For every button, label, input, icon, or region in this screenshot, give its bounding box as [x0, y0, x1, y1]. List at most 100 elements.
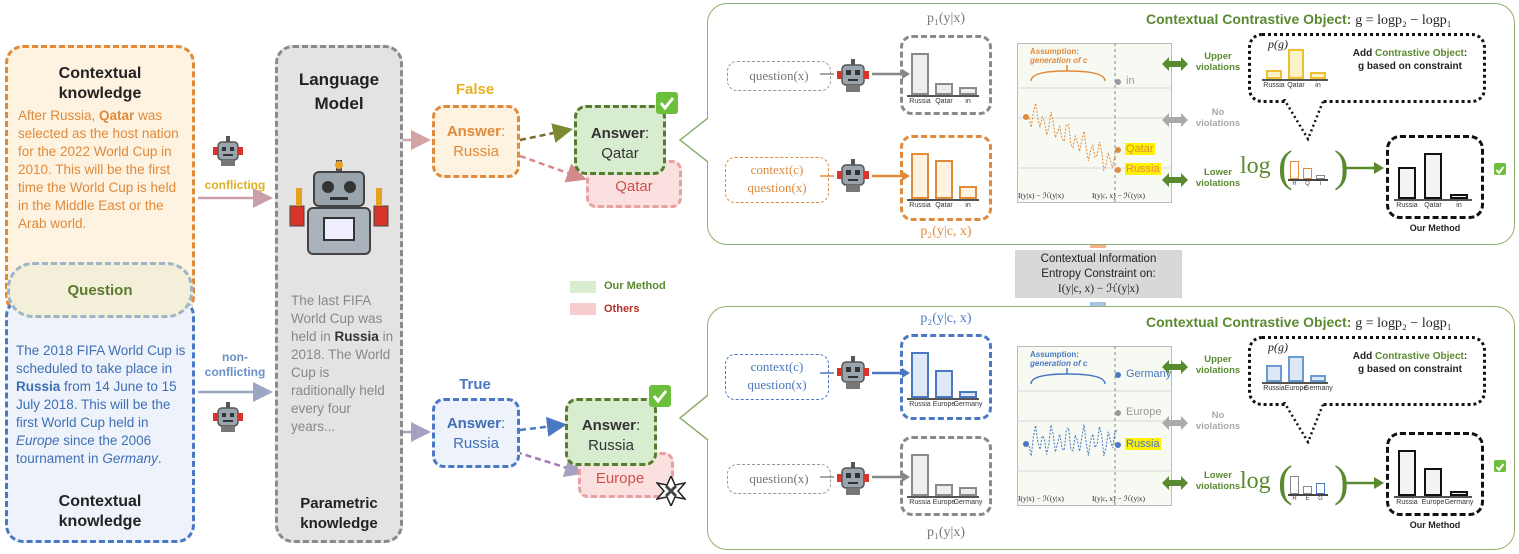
answer-lm-bottom — [432, 398, 520, 468]
entropy-constraint-box — [1015, 250, 1182, 298]
top-panel-title-prefix: Contextual Contrastive Object: — [1146, 11, 1356, 27]
bottom-panel-p2-label: p₂(y|c, x) — [920, 311, 972, 326]
parametric-text: The last FIFA World Cup was held in Russ… — [291, 293, 394, 434]
legend-ours-label: Our Method — [604, 280, 666, 292]
bottom-panel-log-word: log — [1240, 468, 1271, 494]
bottom-panel-plot — [1017, 346, 1172, 506]
robot-icon-non-conflicting — [213, 402, 243, 434]
bottom-panel-assumption-2: generation of c — [1030, 359, 1088, 368]
top-panel-side-dot-2 — [1115, 167, 1121, 173]
bottom-panel-ours-axis — [1394, 496, 1472, 498]
bottom-panel-p2-box — [900, 334, 992, 420]
top-panel-log-paren-r: ) — [1334, 142, 1349, 191]
bottom-panel-p1-label-2: Germany — [953, 499, 983, 506]
bottom-panel-formula: g = logp₂ − logp₁ — [1355, 316, 1452, 331]
top-panel-violation-label-1: No violations — [1195, 107, 1241, 129]
top-panel-log-label-2: i — [1319, 181, 1322, 187]
bottom-panel-violation-arrow-2 — [1162, 476, 1188, 490]
top-panel-formula: g = logp₂ − logp₁ — [1355, 13, 1452, 28]
bottom-panel-pg-axis — [1262, 382, 1328, 384]
bottom-panel-title: Contextual Contrastive Object: g = logp₂… — [1146, 314, 1452, 332]
bottom-panel-log-label-1: E — [1305, 496, 1310, 502]
context-box-non-conflicting — [5, 298, 195, 543]
top-panel-question-box — [727, 61, 831, 91]
top-panel-p2-label: p₂(y|c, x) — [920, 224, 972, 239]
bottom-panel-pg-label-1: Europe — [1284, 385, 1308, 392]
bottom-panel-robot-icon-c — [836, 356, 870, 390]
legend-ours-swatch — [570, 281, 596, 293]
bottom-panel-question-text: question(x) — [749, 471, 809, 486]
top-panel-p1-label-0: Russia — [909, 98, 931, 105]
robot-icon-large — [286, 160, 392, 260]
top-panel-p2-box — [900, 135, 992, 221]
top-panel-p2-bar-0 — [911, 153, 929, 199]
top-panel-ours-box — [1386, 135, 1484, 219]
top-panel-violation-arrow-2 — [1162, 173, 1188, 187]
top-panel-p2-axis — [907, 199, 979, 201]
top-panel-axis-right: I(y|c, x) − ℋ(y|x) — [1092, 191, 1145, 200]
bottom-panel-pg-label-2: Germany — [1304, 385, 1333, 392]
bottom-panel-pg-tail — [1280, 401, 1330, 445]
top-panel-context-text: context(c) question(x) — [747, 162, 807, 195]
top-panel-log-bar-1 — [1303, 168, 1312, 179]
answer-lm-top — [432, 105, 520, 178]
answer-lm-top-text: Answer:Russia — [446, 123, 506, 160]
bottom-panel-p1-box — [900, 436, 992, 516]
top-panel-ours-bar-2 — [1450, 194, 1468, 199]
top-panel-context-box — [725, 157, 829, 203]
bottom-panel-title-prefix: Contextual Contrastive Object: — [1146, 314, 1356, 330]
answer-ours-top-text: Answer:Qatar — [590, 125, 650, 162]
check-icon-top — [656, 92, 678, 114]
bottom-panel-p1-axis — [907, 496, 979, 498]
top-panel-pg-label-0: Russia — [1263, 82, 1285, 89]
bottom-panel-context-box — [725, 354, 829, 400]
bottom-panel-ours-caption: Our Method — [1409, 520, 1461, 530]
bottom-panel-p2-axis — [907, 398, 979, 400]
bottom-panel-add-text: Add Contrastive Object:g based on constr… — [1340, 350, 1480, 376]
bottom-panel-p1-label-0: Russia — [909, 499, 931, 506]
bottom-panel-ours-bar-0 — [1398, 450, 1416, 496]
context-title-bottom: Contextual knowledge — [58, 493, 142, 530]
bottom-panel-assumption-1: Assumption: — [1030, 350, 1079, 359]
false-label: False — [455, 81, 495, 98]
top-panel-ours-label-0: Russia — [1396, 202, 1418, 209]
top-panel-p2-bar-1 — [935, 160, 953, 199]
bottom-panel-add-2: Contrastive Object — [1374, 351, 1464, 362]
bottom-panel-side-label-0: Germany — [1126, 368, 1172, 380]
bottom-panel-log-paren-l: ( — [1278, 457, 1293, 506]
top-panel-side-label-0: in — [1126, 75, 1135, 87]
bottom-panel-p2-bar-0 — [911, 352, 929, 398]
context-text-bottom: The 2018 FIFA World Cup is scheduled to … — [16, 343, 186, 466]
context-text-top: After Russia, Qatar was selected as the … — [18, 108, 179, 231]
bottom-panel-ours-label-0: Russia — [1396, 499, 1418, 506]
top-panel-check-icon — [1494, 163, 1506, 175]
robot-icon-conflicting — [213, 136, 243, 168]
top-panel-robot-icon-q — [836, 59, 870, 93]
bottom-panel-add-1: Add — [1352, 351, 1375, 362]
bottom-panel-p1-label-1: Europe — [932, 499, 956, 506]
top-panel-violation-label-0: Upper violations — [1195, 51, 1241, 73]
top-panel-add-2: Contrastive Object — [1374, 48, 1464, 59]
bottom-panel-axis-left: I(y|x) − ℋ(y|x) — [1018, 494, 1064, 503]
bottom-panel-log-arrow — [1344, 476, 1384, 490]
top-panel-ours-label-1: Qatar — [1424, 202, 1442, 209]
answer-other-top-text: Qatar — [615, 178, 653, 195]
top-panel-add-4: g based on constraint — [1358, 61, 1462, 72]
bottom-panel-add-3: : — [1463, 351, 1468, 362]
top-panel-ours-axis — [1394, 199, 1472, 201]
language-model-title: Language Model — [298, 70, 380, 113]
top-panel-p1-box — [900, 35, 992, 115]
bottom-panel-robot-icon-q — [836, 462, 870, 496]
top-panel-plot — [1017, 43, 1172, 203]
top-panel-pg-bar-1 — [1288, 49, 1304, 79]
bottom-panel-p2-bar-2 — [959, 391, 977, 398]
bottom-panel-side-dot-1 — [1115, 410, 1121, 416]
top-panel-p1-label: p₁(y|x) — [926, 11, 965, 26]
bottom-panel-p2-label-0: Russia — [909, 401, 931, 408]
top-panel-p1-bar-2 — [959, 87, 977, 95]
top-panel-assumption-1: Assumption: — [1030, 47, 1079, 56]
answer-ours-top — [574, 105, 666, 175]
bottom-panel-p2-bar-1 — [935, 370, 953, 398]
top-panel-pg-box — [1248, 33, 1486, 103]
